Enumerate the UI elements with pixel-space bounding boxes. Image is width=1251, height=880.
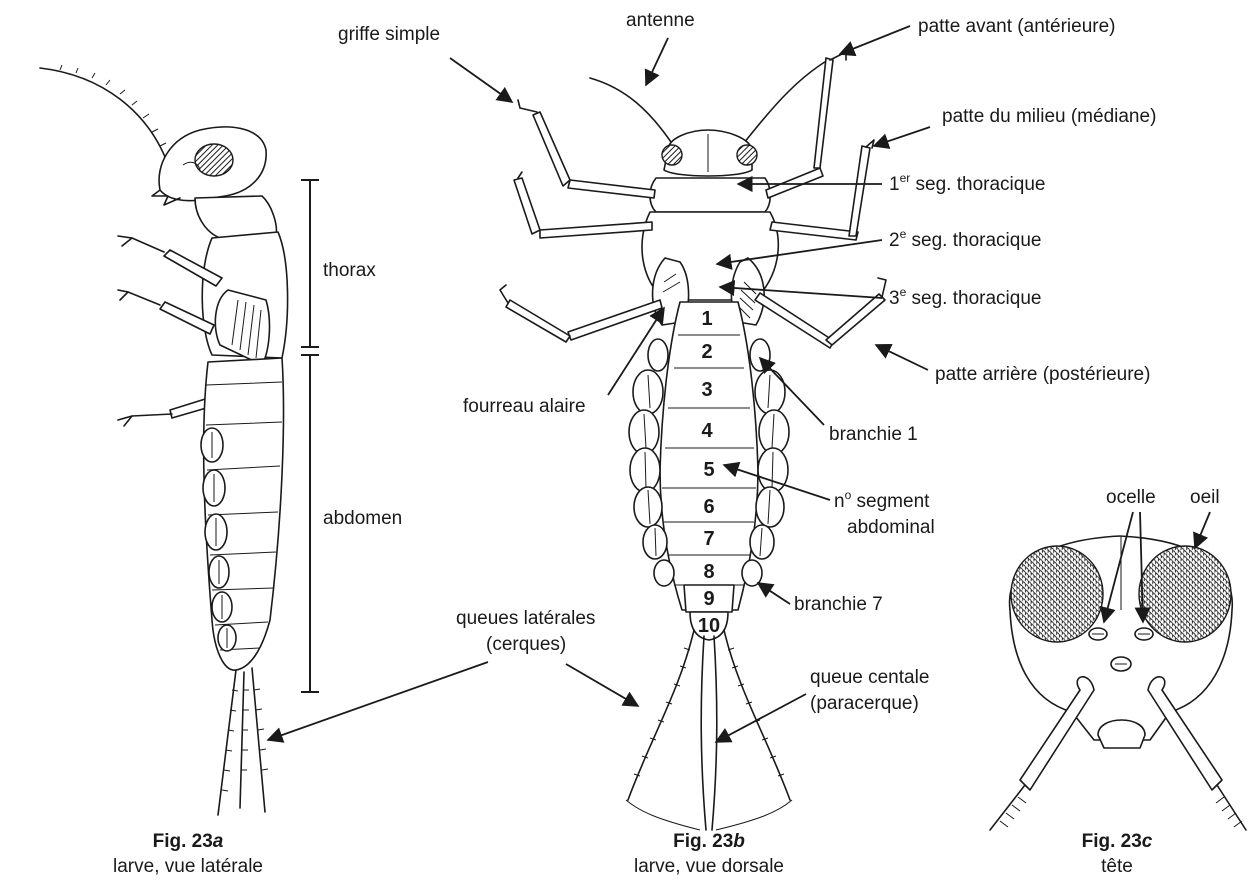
- label-griffe-simple: griffe simple: [338, 24, 440, 45]
- label-seg3-thoracique: 3e seg. thoracique: [889, 285, 1041, 309]
- lateral-antenna: [40, 68, 170, 170]
- lateral-pronotum: [195, 196, 276, 238]
- figure-c-head: ocelle oeil Fig. 23c tête: [990, 487, 1246, 877]
- segment-number: 7: [703, 528, 714, 550]
- caption-c-title: Fig. 23c: [1082, 831, 1153, 852]
- label-antenne: antenne: [626, 10, 695, 31]
- label-segment-abdominal: no segment: [834, 488, 930, 512]
- figure-b-dorsal-view: 1 2 3 4 5 6 7 8 9 10 griffe simple anten…: [268, 10, 1156, 877]
- label-queues-laterales-line2: (cerques): [486, 634, 566, 655]
- label-thorax: thorax: [323, 260, 376, 281]
- caption-a-title: Fig. 23a: [153, 831, 224, 852]
- label-patte-milieu: patte du milieu (médiane): [942, 106, 1156, 127]
- label-branchie-1: branchie 1: [829, 424, 918, 445]
- caption-b-desc: larve, vue dorsale: [634, 856, 784, 877]
- label-seg2-thoracique: 2e seg. thoracique: [889, 227, 1041, 251]
- lateral-cerci: [218, 668, 265, 815]
- label-oeil: oeil: [1190, 487, 1220, 508]
- label-queues-laterales: queues latérales: [456, 608, 595, 629]
- compound-eye-right: [1139, 546, 1231, 642]
- label-segment-abdominal-line2: abdominal: [847, 517, 935, 538]
- label-seg1-thoracique: 1er seg. thoracique: [889, 171, 1045, 195]
- label-patte-arriere: patte arrière (postérieure): [935, 364, 1150, 385]
- compound-eye-left: [1011, 546, 1103, 642]
- dorsal-eye-left: [662, 145, 682, 165]
- label-queue-centrale: queue centale: [810, 667, 929, 688]
- caption-a-desc: larve, vue latérale: [113, 856, 263, 877]
- caption-b-title: Fig. 23b: [673, 831, 745, 852]
- segment-number: 5: [703, 459, 714, 481]
- label-fourreau-alaire: fourreau alaire: [463, 396, 586, 417]
- segment-number: 6: [703, 496, 714, 518]
- segment-number: 10: [698, 615, 720, 637]
- label-patte-avant: patte avant (antérieure): [918, 16, 1116, 37]
- segment-number: 4: [701, 420, 713, 442]
- lateral-eye: [195, 144, 233, 176]
- dorsal-tails: [626, 630, 792, 830]
- segment-number: 2: [701, 341, 712, 363]
- label-branchie-7: branchie 7: [794, 594, 883, 615]
- abdomen-bracket: [301, 355, 319, 692]
- caption-c-desc: tête: [1101, 856, 1133, 877]
- thorax-bracket: [301, 180, 319, 347]
- dorsal-antenna-left: [590, 78, 675, 148]
- label-ocelle: ocelle: [1106, 487, 1156, 508]
- dorsal-antenna-right: [740, 60, 828, 148]
- segment-number: 8: [703, 561, 714, 583]
- label-queue-centrale-line2: (paracerque): [810, 693, 919, 714]
- label-abdomen: abdomen: [323, 508, 402, 529]
- figure-a-lateral-view: thorax abdomen Fig. 23a larve, vue latér…: [40, 65, 402, 877]
- segment-number: 3: [701, 379, 712, 401]
- dorsal-eye-right: [737, 145, 757, 165]
- segment-number: 9: [703, 588, 714, 610]
- segment-number: 1: [701, 308, 712, 330]
